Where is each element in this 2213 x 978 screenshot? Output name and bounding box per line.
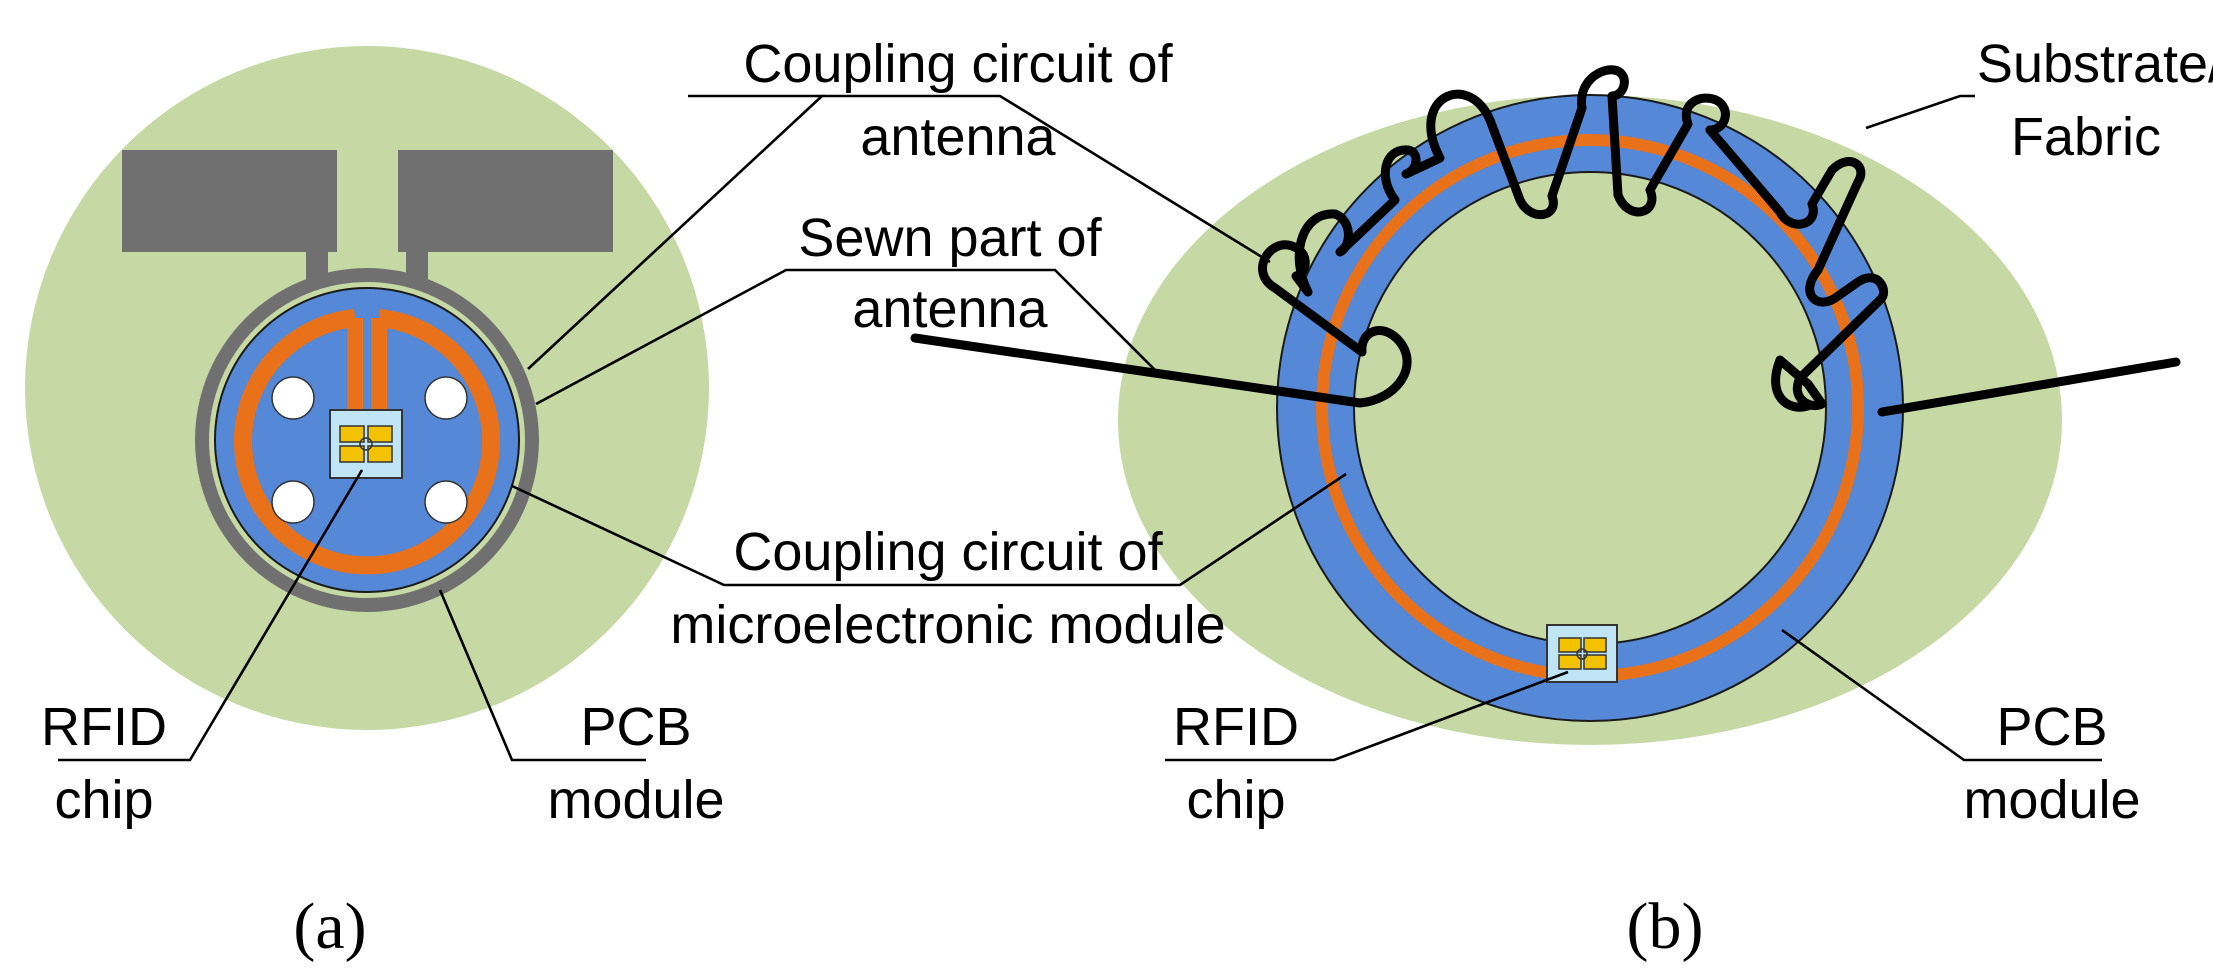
- label-rfid-a-line2: chip: [54, 770, 153, 830]
- sewn-antenna-wire-right: [1877, 357, 2181, 417]
- panel-b-figure: [910, 65, 2181, 745]
- mount-hole: [271, 376, 315, 420]
- label-coupling-module-line1: Coupling circuit of: [733, 522, 1163, 582]
- sewn-antenna-wire-left: [910, 209, 1412, 408]
- module-coupling-trace-a: [234, 309, 500, 575]
- label-pcb-b-line1: PCB: [1996, 697, 2107, 757]
- label-sewn-part-line1: Sewn part of: [798, 208, 1102, 268]
- mount-hole: [424, 376, 468, 420]
- label-rfid-b-line2: chip: [1186, 770, 1285, 830]
- label-pcb-a-line1: PCB: [580, 697, 691, 757]
- mount-hole: [271, 480, 315, 524]
- label-substrate-line1: Substrate/: [1977, 34, 2213, 94]
- antenna-arm-left: [122, 150, 337, 252]
- rfid-chip-b: [1546, 624, 1618, 683]
- label-coupling-module-line2: microelectronic module: [670, 595, 1225, 655]
- antenna-arm-right: [398, 150, 613, 252]
- label-substrate-line2: Fabric: [2011, 107, 2161, 167]
- label-pcb-b-line2: module: [1963, 770, 2140, 830]
- label-coupling-antenna-line2: antenna: [860, 107, 1056, 167]
- label-sewn-part-line2: antenna: [852, 279, 1048, 339]
- mount-hole: [424, 480, 468, 524]
- sewn-antenna-stitching-right: [1705, 125, 1889, 412]
- panel-a-figure: [25, 46, 709, 730]
- ring-inner-substrate: [1353, 171, 1827, 645]
- rfid-chip-a: [329, 409, 403, 479]
- labels: Coupling circuit of antenna Sewn part of…: [41, 34, 2213, 963]
- label-rfid-b-line1: RFID: [1173, 697, 1299, 757]
- panel-a-caption: (a): [293, 890, 366, 963]
- sewn-antenna-stitching-top: [1330, 65, 1730, 257]
- leader-lines: [58, 94, 2102, 762]
- label-pcb-a-line2: module: [547, 770, 724, 830]
- label-rfid-a-line1: RFID: [41, 697, 167, 757]
- label-coupling-antenna-line1: Coupling circuit of: [743, 34, 1173, 94]
- panel-b-caption: (b): [1627, 890, 1704, 963]
